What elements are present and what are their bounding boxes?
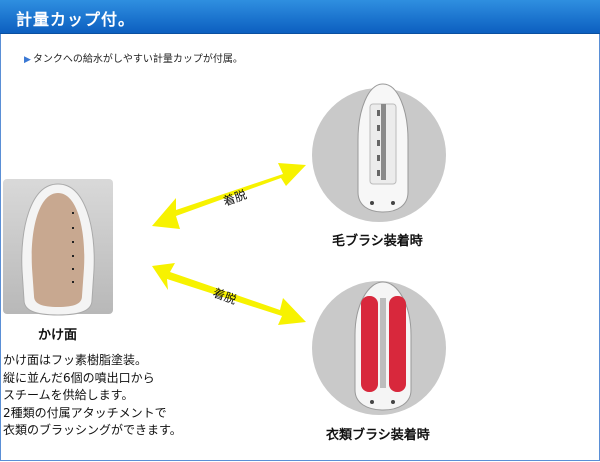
clothes-brush-attachment xyxy=(354,281,412,411)
description-line: 2種類の付属アタッチメントで xyxy=(3,405,167,420)
feature-note: ▶タンクへの給水がしやすい計量カップが付属。 xyxy=(24,50,243,65)
soleplate-iron xyxy=(21,183,95,316)
description-line: スチームを供給します。 xyxy=(3,388,134,402)
header-bar: 計量カップ付。 xyxy=(0,0,600,34)
description-line: 縦に並んだ6個の噴出口から xyxy=(3,370,155,385)
steam-vents xyxy=(72,212,74,283)
bullet-arrow-icon: ▶ xyxy=(24,55,31,65)
soleplate-description: かけ面はフッ素樹脂塗装。 縦に並んだ6個の噴出口から スチームを供給します。 2… xyxy=(3,352,182,440)
description-line: かけ面はフッ素樹脂塗装。 xyxy=(3,353,148,367)
top-detach-arrow xyxy=(152,163,306,229)
bottom-detach-arrow xyxy=(152,263,306,325)
page-title: 計量カップ付。 xyxy=(16,10,136,29)
hair-brush-label: 毛ブラシ装着時 xyxy=(332,234,423,249)
hair-brush-attachment xyxy=(357,83,409,213)
bottom-arrow-label: 着脱 xyxy=(211,285,239,307)
top-arrow-label: 着脱 xyxy=(221,187,249,209)
soleplate-label: かけ面 xyxy=(38,328,78,343)
description-line: 衣類のブラッシングができます。 xyxy=(3,423,182,437)
feature-note-text: タンクへの給水がしやすい計量カップが付属。 xyxy=(32,54,243,65)
clothes-brush-label: 衣類ブラシ装着時 xyxy=(326,428,430,443)
